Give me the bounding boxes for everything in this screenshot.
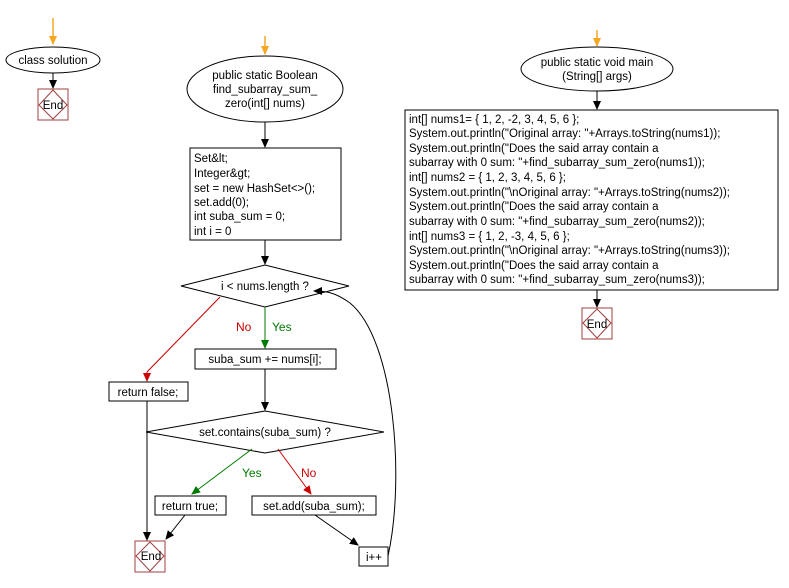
method-start-line-3: zero(int[] nums) [225, 98, 305, 110]
contains-yes-arrow [191, 448, 253, 495]
main-body-line-4: subarray with 0 sum: "+find_subarray_sum… [409, 157, 705, 169]
method-end-label: End [141, 551, 161, 563]
return-false-label: return false; [118, 387, 179, 399]
init-line-6: int i = 0 [194, 226, 231, 238]
main-body-line-10: System.out.println("\nOriginal array: "+… [409, 245, 730, 257]
init-process-box [189, 147, 342, 241]
main-body-line-11: System.out.println("Does the said array … [409, 260, 659, 272]
main-body-line-9: int[] nums3 = { 1, 2, -3, 4, 5, 6 }; [409, 231, 570, 243]
main-body-line-3: System.out.println("Does the said array … [409, 143, 659, 155]
class-flow: class solution End [5, 18, 101, 121]
init-line-1: Set&lt; [194, 153, 228, 165]
method-end-node: End [134, 540, 166, 573]
main-body-line-1: int[] nums1= { 1, 2, -2, 3, 4, 5, 6 }; [409, 114, 579, 126]
class-start-label: class solution [18, 55, 87, 67]
contains-no-arrow [277, 448, 312, 495]
main-start-line-2: (String[] args) [562, 71, 632, 83]
add-sum-label: suba_sum += nums[i]; [208, 354, 321, 366]
main-start-terminator [520, 46, 674, 92]
init-line-5: int suba_sum = 0; [194, 211, 285, 223]
increment-label: i++ [366, 552, 382, 564]
return-true-to-end-arrow [165, 514, 186, 540]
method-flow: public static Boolean find_subarray_sum_… [108, 36, 397, 573]
init-line-4: set.add(0); [194, 197, 249, 209]
loop-back-arrow [313, 287, 397, 557]
loop-condition-diamond [180, 264, 350, 308]
init-line-3: set = new HashSet<>(); [194, 183, 315, 195]
method-start-line-1: public static Boolean [212, 70, 317, 82]
main-body-line-6: System.out.println("\nOriginal array: "+… [409, 187, 730, 199]
method-start-line-2: find_subarray_sum_ [213, 84, 318, 96]
main-start-line-1: public static void main [541, 57, 654, 69]
set-add-box [251, 495, 377, 516]
contains-condition-diamond [145, 410, 385, 454]
set-add-label: set.add(suba_sum); [263, 501, 365, 513]
main-body-line-7: System.out.println("Does the said array … [409, 201, 659, 213]
increment-box [358, 546, 389, 567]
main-body-line-5: int[] nums2 = { 1, 2, 3, 4, 5, 6 }; [409, 172, 566, 184]
loop-no-label: No [236, 320, 252, 334]
main-end-label: End [587, 319, 607, 331]
return-true-label: return true; [162, 501, 218, 513]
return-false-box [108, 381, 189, 402]
class-end-node: End [37, 88, 69, 121]
main-body-process-box [404, 109, 779, 291]
main-end-node: End [581, 307, 613, 340]
init-line-2: Integer&gt; [194, 168, 250, 180]
loop-no-arrow [143, 296, 221, 382]
return-true-box [154, 495, 227, 516]
main-body-line-8: subarray with 0 sum: "+find_subarray_sum… [409, 216, 705, 228]
contains-yes-label: Yes [242, 466, 262, 480]
contains-condition-label: set.contains(suba_sum) ? [199, 427, 331, 439]
main-body-line-12: subarray with 0 sum: "+find_subarray_sum… [409, 274, 705, 286]
arrow-to-increment [314, 514, 359, 546]
contains-no-label: No [301, 466, 317, 480]
loop-condition-label: i < nums.length ? [221, 281, 309, 293]
main-body-line-2: System.out.println("Original array: "+Ar… [409, 128, 720, 140]
class-end-label: End [43, 100, 63, 112]
loop-yes-label: Yes [272, 320, 292, 334]
main-flow: public static void main (String[] args) … [404, 30, 779, 340]
